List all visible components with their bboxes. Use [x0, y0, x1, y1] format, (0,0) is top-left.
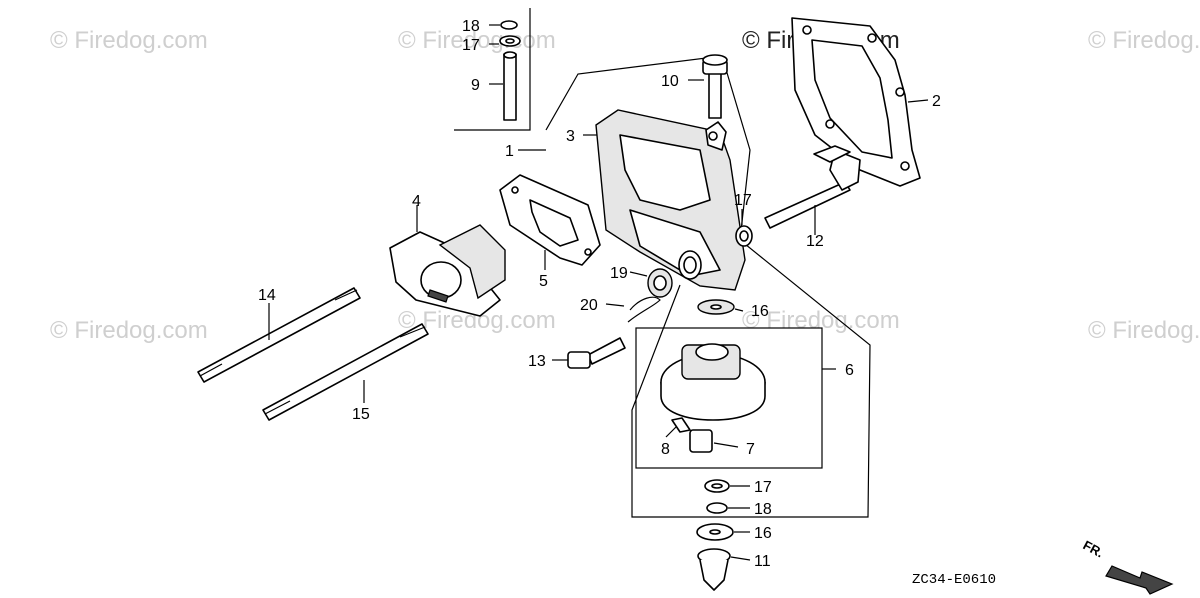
callout-5: 5: [539, 273, 548, 290]
callout-10: 10: [661, 73, 679, 90]
part-17-washer: [704, 479, 730, 493]
callout-labels: 18 17 9 10 2 3 1 4 17 12 5 19 14 20 16 6…: [258, 18, 941, 570]
callout-8: 8: [661, 441, 670, 458]
diagram-code: ZC34-E0610: [912, 572, 996, 588]
part-6-gear: [660, 343, 766, 421]
watermark-text: © Firedog.com: [398, 27, 556, 54]
callout-17: 17: [462, 37, 480, 54]
callout-6: 6: [845, 362, 854, 379]
part-18-circlip: [500, 20, 518, 30]
part-4-insulator: [389, 224, 506, 317]
watermark-text: © Firedog.com: [742, 307, 900, 334]
direction-arrow-icon: [1105, 565, 1174, 595]
part-18-circlip: [706, 502, 728, 514]
callout-4: 4: [412, 193, 421, 210]
part-17-washer: [499, 35, 521, 47]
part-13-bolt: [567, 337, 626, 369]
callout-20: 20: [580, 297, 598, 314]
part-10-bolt: [702, 54, 728, 119]
watermark-text: © Firedog.com: [50, 27, 208, 54]
part-3-cover: [595, 109, 746, 291]
group-bracket-top: [454, 8, 531, 131]
part-8-pin: [671, 417, 691, 433]
callout-13: 13: [528, 353, 546, 370]
part-19-seal: [647, 268, 673, 298]
part-5-gasket: [499, 174, 601, 266]
callout-12: 12: [806, 233, 824, 250]
callout-14: 14: [258, 287, 276, 304]
group-outline-1: [545, 55, 871, 518]
part-14-stud: [197, 287, 361, 383]
leader-lines: [268, 24, 929, 561]
watermark-text: © Firedog.com: [50, 317, 208, 344]
part-15-stud: [262, 323, 429, 421]
callout-16: 16: [751, 303, 769, 320]
callout-1: 1: [505, 143, 514, 160]
callout-17: 17: [734, 192, 752, 209]
watermark-text: © Firedog.com: [398, 307, 556, 334]
callout-18: 18: [754, 501, 772, 518]
callout-18: 18: [462, 18, 480, 35]
callout-3: 3: [566, 128, 575, 145]
callout-16: 16: [754, 525, 772, 542]
part-2-gasket: [791, 17, 921, 187]
watermark-text: © Firedog.com: [1088, 317, 1200, 344]
part-9-shaft: [503, 51, 517, 121]
group-outline-6: [635, 327, 823, 469]
callout-9: 9: [471, 77, 480, 94]
part-20-clip: [627, 296, 661, 323]
part-11-holder: [697, 548, 731, 591]
part-16-washer: [697, 299, 735, 315]
callout-7: 7: [746, 441, 755, 458]
direction-label: FR.: [1081, 537, 1107, 560]
callout-19: 19: [610, 265, 628, 282]
part-17-washer: [735, 225, 753, 247]
part-7-slider: [689, 429, 713, 453]
part-12-lever: [764, 145, 861, 229]
callout-11: 11: [754, 553, 771, 570]
callout-2: 2: [932, 93, 941, 110]
callout-15: 15: [352, 406, 370, 423]
callout-17: 17: [754, 479, 772, 496]
part-16-washer: [696, 523, 734, 541]
front-direction-indicator: FR.: [1081, 537, 1174, 595]
watermark-text: © Firedog.com: [1088, 27, 1200, 54]
